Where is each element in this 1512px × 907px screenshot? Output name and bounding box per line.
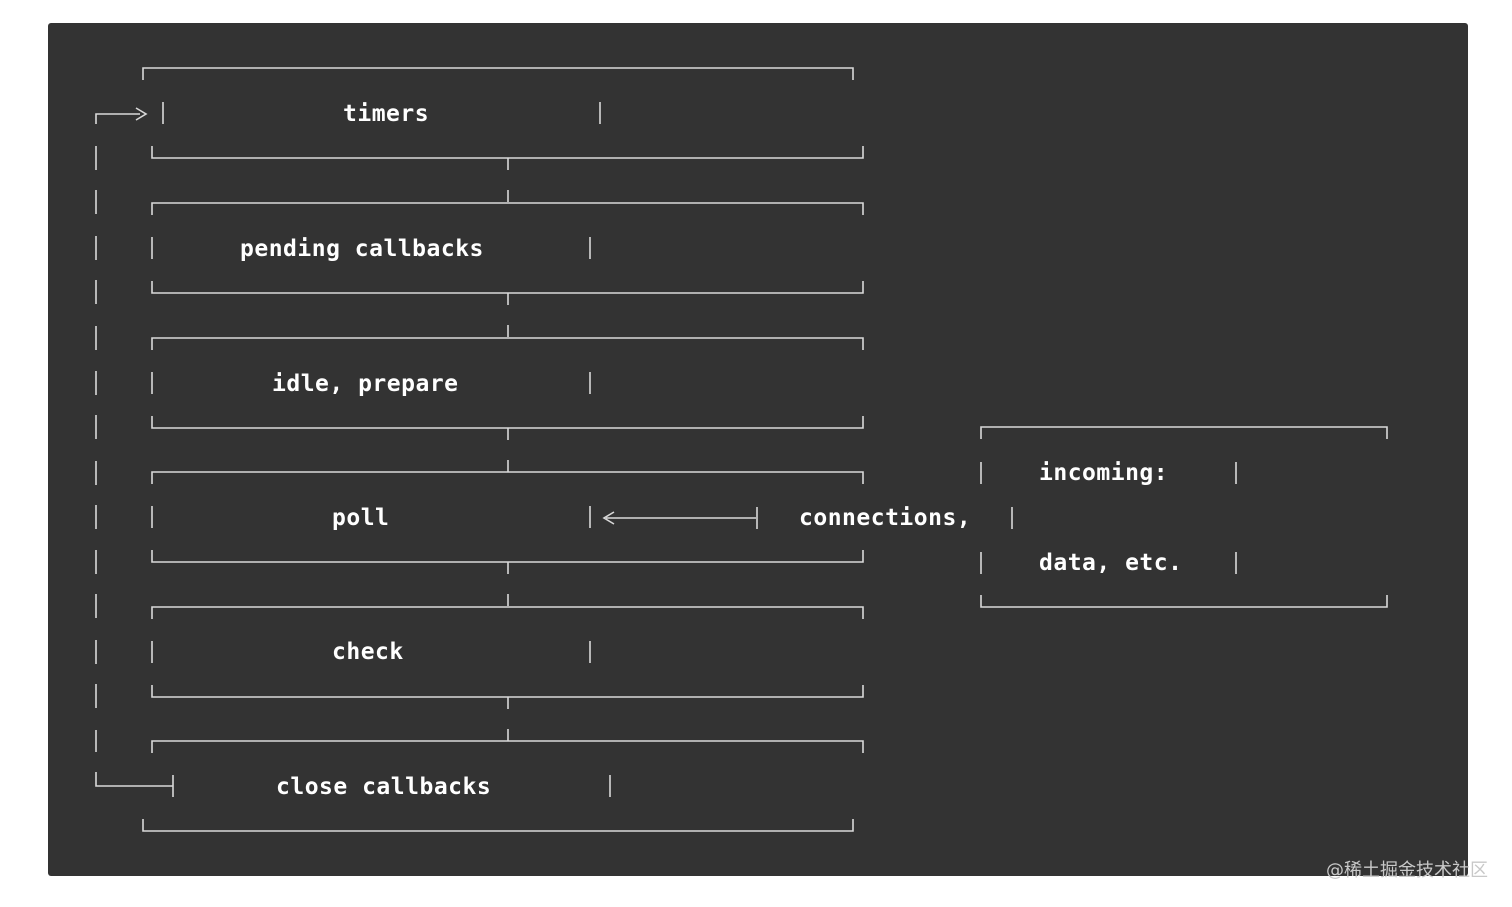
loop-arrowhead [135,107,148,121]
watermark: @稀土掘金技术社区 [1326,860,1488,881]
phase-timers-label: timers [343,101,430,127]
incoming-line-3: data, etc. [1039,550,1183,576]
diagram-panel [48,23,1468,876]
phase-close-callbacks-label: close callbacks [276,774,492,800]
loop-back-line [95,113,173,787]
phase-idle-prepare-label: idle, prepare [272,371,459,397]
phase-poll-label: poll [332,505,390,531]
idle-box-lines [151,337,864,429]
incoming-line-1: incoming: [1039,460,1169,486]
timers-box-lines [142,67,864,159]
incoming-box-lines [980,426,1388,608]
phase-pending-callbacks-label: pending callbacks [240,236,484,262]
check-box-lines [151,606,864,698]
close-box-lines [142,740,864,832]
phase-check-label: check [332,639,404,665]
incoming-arrow [602,507,758,529]
incoming-line-2: connections, [799,505,972,531]
